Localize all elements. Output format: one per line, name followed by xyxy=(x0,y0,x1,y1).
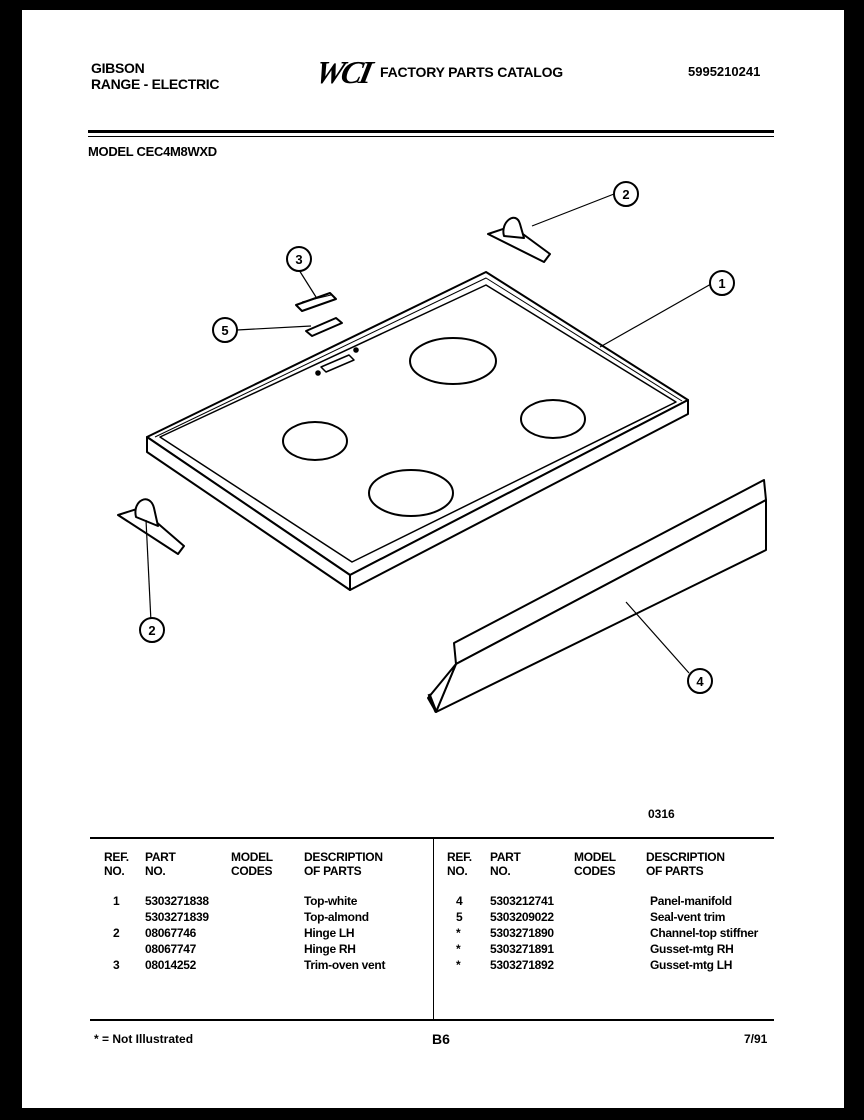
ref-no: 1 xyxy=(113,894,120,908)
part-no: 5303271890 xyxy=(490,926,554,940)
header-ref-no: REF. NO. xyxy=(104,850,129,878)
part-no: 08067747 xyxy=(145,942,196,956)
catalog-number: 5995210241 xyxy=(688,64,761,79)
catalog-title: FACTORY PARTS CATALOG xyxy=(380,64,563,80)
hinge-rh-part xyxy=(487,216,551,263)
ref-no: * xyxy=(456,926,461,940)
panel-manifold-part xyxy=(427,479,767,713)
callout-circle xyxy=(139,617,165,643)
exploded-parts-diagram: 2 1 3 5 2 4 xyxy=(117,181,767,713)
header-model-codes: MODEL CODES xyxy=(574,850,616,878)
callout-circle xyxy=(687,668,713,694)
ref-no: 3 xyxy=(113,958,120,972)
ref-no: 4 xyxy=(456,894,463,908)
table-row: 1 5303271838 Top-white 4 5303212741 Pane… xyxy=(22,894,844,910)
callout-label: 5 xyxy=(221,323,228,338)
header-model-codes: MODEL CODES xyxy=(231,850,273,878)
header-ref-no: REF. NO. xyxy=(447,850,472,878)
ref-no: 2 xyxy=(113,926,120,940)
part-no: 5303209022 xyxy=(490,910,554,924)
description: Channel-top stiffner xyxy=(650,926,758,940)
trim-oven-vent-part xyxy=(295,292,337,312)
seal-vent-trim-part xyxy=(305,317,343,337)
table-bottom-rule xyxy=(90,1019,774,1021)
page-number: B6 xyxy=(432,1031,450,1047)
table-top-rule xyxy=(90,837,774,839)
part-no: 08014252 xyxy=(145,958,196,972)
part-no: 5303212741 xyxy=(490,894,554,908)
header-part-no: PART NO. xyxy=(145,850,176,878)
catalog-page: GIBSON RANGE - ELECTRIC WCI FACTORY PART… xyxy=(22,10,844,1108)
product-type: RANGE - ELECTRIC xyxy=(91,76,220,92)
brand-name: GIBSON xyxy=(91,60,145,76)
description: Panel-manifold xyxy=(650,894,732,908)
callout-circle xyxy=(709,270,735,296)
part-no: 5303271891 xyxy=(490,942,554,956)
description: Seal-vent trim xyxy=(650,910,726,924)
not-illustrated-note: * = Not Illustrated xyxy=(94,1032,194,1046)
ref-no: 5 xyxy=(456,910,463,924)
callout-circle xyxy=(613,181,639,207)
callout-circle xyxy=(286,246,312,272)
hinge-lh-part xyxy=(117,498,185,555)
part-no: 08067746 xyxy=(145,926,196,940)
table-row: 3 08014252 Trim-oven vent * 5303271892 G… xyxy=(22,958,844,974)
figure-code: 0316 xyxy=(648,807,675,821)
cooktop-part xyxy=(146,271,689,591)
ref-no: * xyxy=(456,942,461,956)
part-no: 5303271838 xyxy=(145,894,209,908)
table-row: 08067747 Hinge RH * 5303271891 Gusset-mt… xyxy=(22,942,844,958)
part-no: 5303271839 xyxy=(145,910,209,924)
table-row: 2 08067746 Hinge LH * 5303271890 Channel… xyxy=(22,926,844,942)
description: Gusset-mtg RH xyxy=(650,942,734,956)
header-rule-thin xyxy=(88,136,774,137)
description: Top-almond xyxy=(304,910,369,924)
callout-label: 4 xyxy=(696,674,704,689)
description: Gusset-mtg LH xyxy=(650,958,733,972)
part-no: 5303271892 xyxy=(490,958,554,972)
description: Trim-oven vent xyxy=(304,958,386,972)
callout-circle xyxy=(212,317,238,343)
callout-label: 3 xyxy=(295,252,302,267)
callout-label: 2 xyxy=(148,623,155,638)
header-description: DESCRIPTION OF PARTS xyxy=(304,850,383,878)
description: Top-white xyxy=(304,894,358,908)
revision-date: 7/91 xyxy=(744,1032,768,1046)
header-part-no: PART NO. xyxy=(490,850,521,878)
header-brand: GIBSON RANGE - ELECTRIC xyxy=(91,60,220,92)
header-description: DESCRIPTION OF PARTS xyxy=(646,850,725,878)
callout-label: 1 xyxy=(718,276,725,291)
table-column-divider xyxy=(433,839,434,1019)
description: Hinge RH xyxy=(304,942,356,956)
ref-no: * xyxy=(456,958,461,972)
model-number: MODEL CEC4M8WXD xyxy=(88,144,217,159)
header-rule-thick xyxy=(88,130,774,133)
description: Hinge LH xyxy=(304,926,355,940)
table-row: 5303271839 Top-almond 5 5303209022 Seal-… xyxy=(22,910,844,926)
callout-label: 2 xyxy=(622,187,629,202)
